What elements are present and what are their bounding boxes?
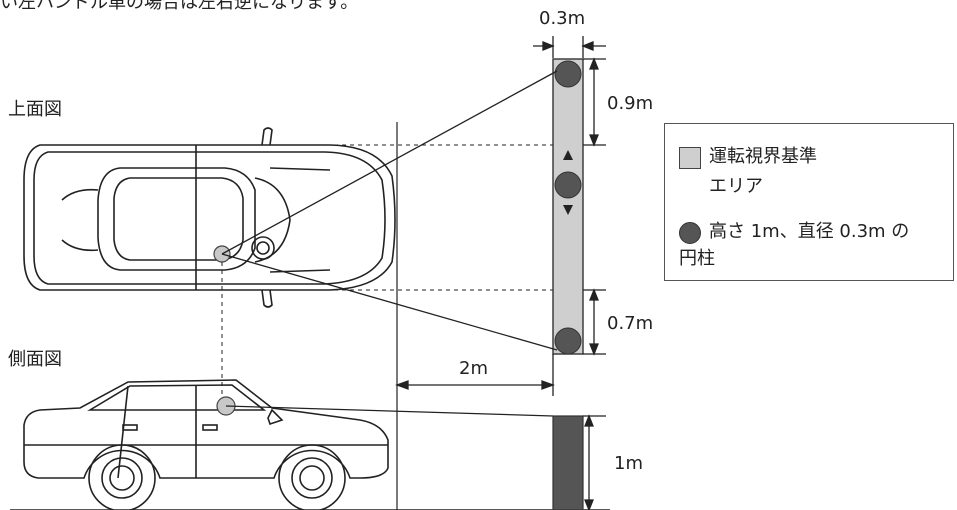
side-view-label: 側面図 bbox=[8, 349, 62, 370]
legend-area-line1: 運転視界基準 bbox=[709, 146, 817, 167]
height-dimension bbox=[583, 414, 606, 510]
distance-dimension-label: 2m bbox=[459, 358, 488, 379]
side-view-car bbox=[23, 379, 389, 510]
rear-dimension-label: 0.7m bbox=[607, 313, 654, 334]
legend-area-line2: エリア bbox=[709, 176, 763, 197]
guide-dashed-lines bbox=[221, 144, 553, 398]
legend-box: 運転視界基準 エリア 高さ 1m、直径 0.3m の 円柱 bbox=[664, 123, 954, 281]
front-dimension-label: 0.9m bbox=[607, 93, 654, 114]
pole-side bbox=[552, 415, 584, 510]
pole-top-rear bbox=[554, 327, 582, 355]
pole-top-middle bbox=[554, 171, 582, 199]
legend-pole-line1: 高さ 1m、直径 0.3m の bbox=[709, 221, 910, 242]
rear-dimension bbox=[583, 288, 606, 356]
distance-dimension bbox=[395, 354, 555, 396]
clipped-header-text: い左ハンドル車の場合は左右逆になります。 bbox=[0, 0, 359, 13]
area-swatch-icon bbox=[679, 147, 701, 169]
pole-swatch-icon bbox=[679, 222, 701, 244]
pole-top-front bbox=[554, 60, 582, 88]
move-down-arrow bbox=[563, 205, 573, 215]
legend-pole-line2: 円柱 bbox=[679, 248, 715, 269]
width-dimension-label: 0.3m bbox=[539, 8, 586, 29]
front-dimension bbox=[583, 57, 606, 147]
width-dimension bbox=[533, 36, 606, 58]
move-up-arrow bbox=[563, 150, 573, 160]
top-view-label: 上面図 bbox=[8, 99, 62, 120]
sight-lines-top bbox=[221, 70, 558, 351]
top-view-car bbox=[23, 127, 396, 308]
height-dimension-label: 1m bbox=[614, 453, 643, 474]
sight-line-side bbox=[225, 405, 554, 417]
